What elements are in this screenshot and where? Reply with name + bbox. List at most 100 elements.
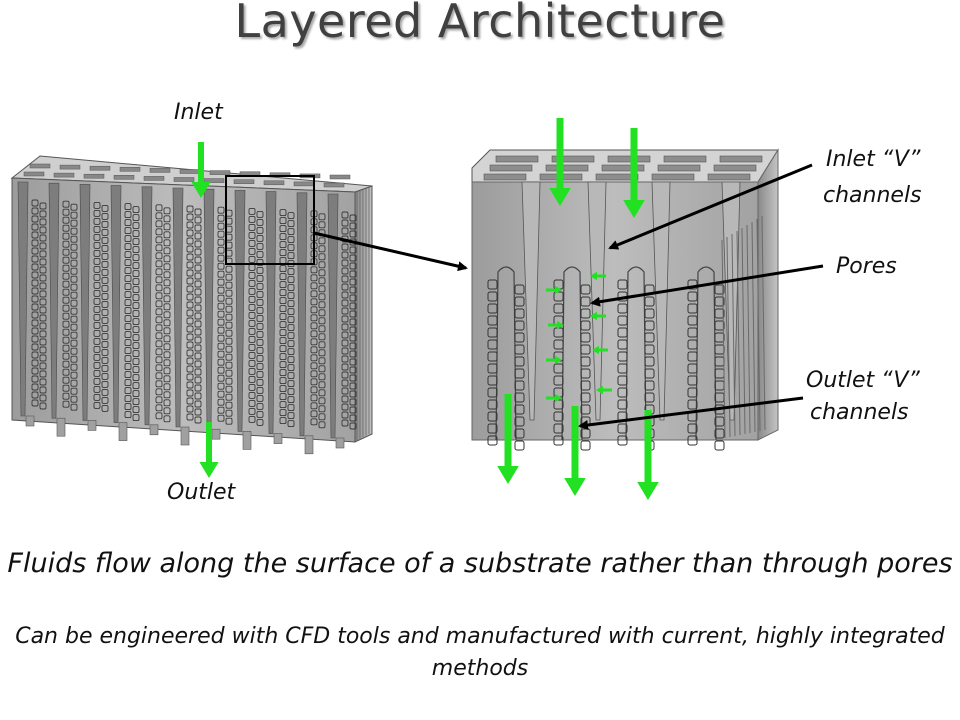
pore <box>225 305 233 313</box>
pore <box>163 295 171 303</box>
pore <box>318 381 326 389</box>
pore <box>310 290 318 298</box>
pore <box>318 357 326 365</box>
pore <box>310 378 318 386</box>
pore <box>644 320 655 331</box>
pore <box>93 281 101 289</box>
outlet-v-label-line2: channels <box>810 400 909 425</box>
pore <box>155 228 163 236</box>
pore <box>349 262 357 270</box>
top-slot <box>329 174 351 180</box>
pore <box>155 380 163 388</box>
top-grid-cell <box>551 155 595 163</box>
pore <box>39 226 47 234</box>
pore <box>186 269 194 277</box>
pore <box>553 303 564 314</box>
pore <box>617 279 628 290</box>
pore <box>217 334 225 342</box>
pore <box>31 215 39 223</box>
pore <box>617 303 628 314</box>
pore <box>93 393 101 401</box>
pore <box>487 423 498 434</box>
pore <box>124 387 132 395</box>
pore <box>617 351 628 362</box>
pore <box>62 304 70 312</box>
pore <box>487 375 498 386</box>
pore <box>194 328 202 336</box>
pore <box>318 333 326 341</box>
pore <box>580 380 591 391</box>
pore <box>155 404 163 412</box>
pore <box>132 414 140 422</box>
pore <box>163 303 171 311</box>
pore <box>318 221 326 229</box>
pore <box>349 406 357 414</box>
pore <box>349 334 357 342</box>
channel-tooth <box>118 422 128 441</box>
channel-slot <box>296 192 308 437</box>
pore <box>487 327 498 338</box>
pore <box>514 344 525 355</box>
pore <box>70 283 78 291</box>
pore <box>310 306 318 314</box>
pore <box>101 404 109 412</box>
pore <box>124 323 132 331</box>
pore <box>349 398 357 406</box>
pore <box>155 252 163 260</box>
pore <box>31 223 39 231</box>
top-grid-cell <box>483 173 527 181</box>
pore <box>62 208 70 216</box>
pore <box>101 308 109 316</box>
pore <box>163 223 171 231</box>
pore <box>93 353 101 361</box>
pore <box>132 294 140 302</box>
pore <box>279 369 287 377</box>
pore <box>287 268 295 276</box>
top-grid-cell <box>663 155 707 163</box>
pore <box>225 377 233 385</box>
pore <box>341 219 349 227</box>
top-grid-cell <box>651 173 695 181</box>
pore <box>70 203 78 211</box>
pore <box>39 322 47 330</box>
pore <box>124 395 132 403</box>
pore <box>93 385 101 393</box>
pore <box>318 309 326 317</box>
pore <box>341 267 349 275</box>
pore <box>341 411 349 419</box>
pore <box>553 375 564 386</box>
pore <box>186 205 194 213</box>
pores-label: Pores <box>836 254 897 279</box>
pore <box>70 323 78 331</box>
pore <box>225 401 233 409</box>
pore <box>310 346 318 354</box>
inlet-label: Inlet <box>174 100 223 125</box>
pore <box>155 284 163 292</box>
pore <box>194 416 202 424</box>
pore <box>287 316 295 324</box>
pore <box>39 242 47 250</box>
pore <box>39 306 47 314</box>
pore <box>194 384 202 392</box>
pore <box>163 359 171 367</box>
pore <box>101 276 109 284</box>
pore <box>687 339 698 350</box>
pore <box>349 358 357 366</box>
pore <box>310 330 318 338</box>
pore <box>124 243 132 251</box>
pore <box>155 332 163 340</box>
pore <box>487 339 498 350</box>
flow-arrow-head <box>590 271 597 281</box>
pore <box>93 257 101 265</box>
zoom-pointer-arrow <box>313 231 468 272</box>
pore <box>194 256 202 264</box>
pore <box>349 254 357 262</box>
pore <box>341 371 349 379</box>
pore <box>318 413 326 421</box>
pore <box>62 264 70 272</box>
pore <box>62 312 70 320</box>
side-fin <box>721 239 726 439</box>
pore <box>124 211 132 219</box>
pore <box>580 404 591 415</box>
pore <box>553 411 564 422</box>
